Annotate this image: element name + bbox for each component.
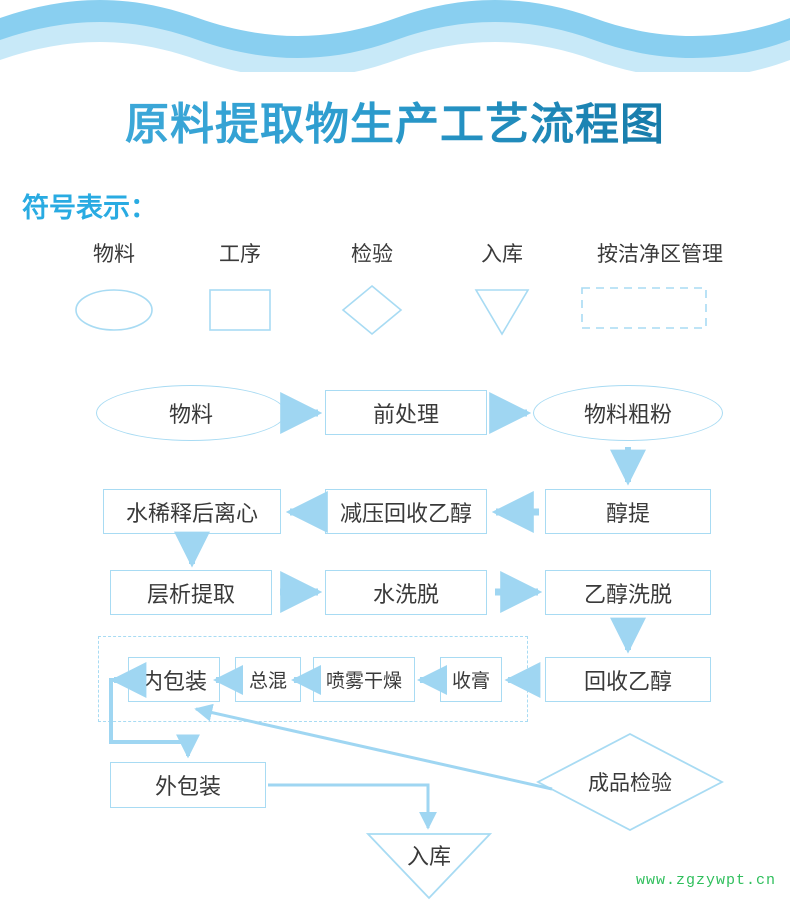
node-alcohol-extraction[interactable]: 醇提 xyxy=(545,489,711,534)
page-title: 原料提取物生产工艺流程图 xyxy=(0,88,790,152)
node-inner-packaging[interactable]: 内包装 xyxy=(128,657,220,702)
wave-band-dark xyxy=(0,0,790,58)
node-vacuum-ethanol-recovery[interactable]: 减压回收乙醇 xyxy=(325,489,487,534)
node-ethanol-recovery[interactable]: 回收乙醇 xyxy=(545,657,711,702)
watermark: www.zgzywpt.cn xyxy=(635,872,776,889)
legend-shape-diamond xyxy=(310,280,434,336)
node-paste-collection[interactable]: 收膏 xyxy=(440,657,502,702)
legend-item-warehouse: 入库 xyxy=(440,240,564,336)
arrow-outer-packaging-to-warehouse xyxy=(268,783,437,830)
node-pretreatment[interactable]: 前处理 xyxy=(325,390,487,435)
legend-shape-ellipse xyxy=(52,280,176,336)
legend-label: 工序 xyxy=(219,243,261,266)
node-chromatography-extraction[interactable]: 层析提取 xyxy=(110,570,272,615)
legend-shape-triangle xyxy=(440,280,564,336)
legend-label: 按洁净区管理 xyxy=(597,243,723,266)
node-ethanol-elution[interactable]: 乙醇洗脱 xyxy=(545,570,711,615)
legend-item-inspection: 检验 xyxy=(310,240,434,336)
node-outer-packaging[interactable]: 外包装 xyxy=(110,762,266,808)
wave-band-light xyxy=(0,10,790,78)
node-material[interactable]: 物料 xyxy=(96,385,286,441)
node-water-elution[interactable]: 水洗脱 xyxy=(325,570,487,615)
legend-shape-dashed-rectangle xyxy=(560,280,760,336)
node-finished-product-inspection-label[interactable]: 成品检验 xyxy=(588,772,672,795)
node-warehouse-shape xyxy=(365,833,493,900)
legend-item-process: 工序 xyxy=(178,240,302,336)
legend-shape-rectangle xyxy=(178,280,302,336)
legend-label: 物料 xyxy=(93,243,135,266)
legend-row: 物料 工序 检验 xyxy=(0,240,790,350)
node-total-mixing[interactable]: 总混 xyxy=(235,657,301,702)
node-warehouse-label[interactable]: 入库 xyxy=(406,844,451,869)
node-coarse-powder[interactable]: 物料粗粉 xyxy=(533,385,723,441)
legend-label: 入库 xyxy=(481,243,523,266)
node-finished-product-inspection-shape xyxy=(536,732,724,832)
legend-item-material: 物料 xyxy=(52,240,176,336)
node-water-dilution-centrifuge[interactable]: 水稀释后离心 xyxy=(103,489,281,534)
legend-title: 符号表示： xyxy=(22,193,157,223)
node-spray-drying[interactable]: 喷雾干燥 xyxy=(313,657,415,702)
legend-item-clean-zone: 按洁净区管理 xyxy=(560,240,760,336)
legend-label: 检验 xyxy=(351,243,393,266)
wave-banner-decoration xyxy=(0,0,790,78)
